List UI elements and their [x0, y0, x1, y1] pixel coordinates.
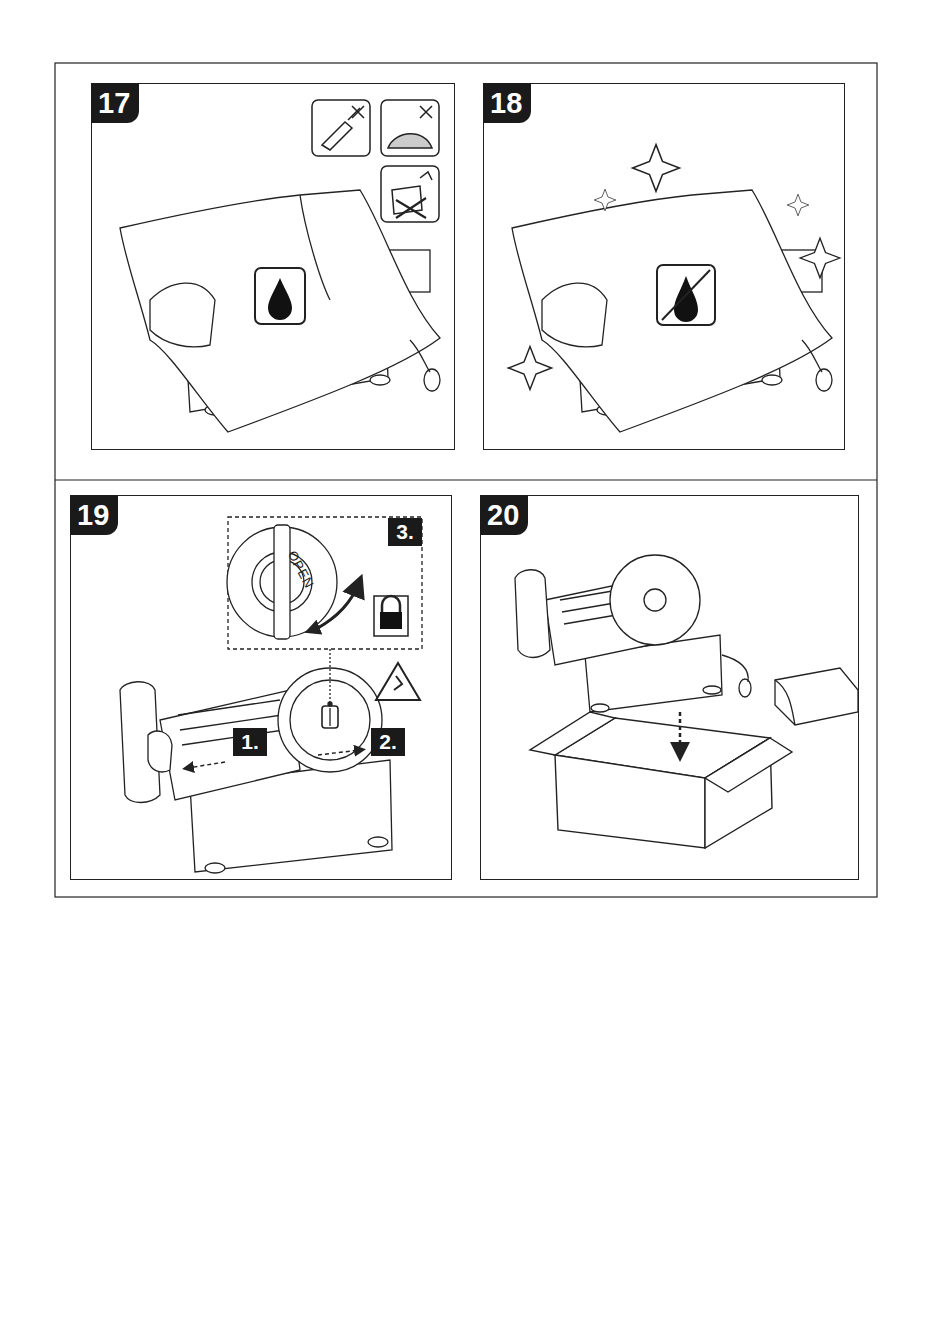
detail-inset: [274, 525, 290, 639]
slicer: [703, 686, 721, 694]
moisture-icon: [268, 278, 292, 320]
covered-slicer: [512, 190, 832, 432]
figure-number: 18: [483, 83, 531, 123]
step-label: 2.: [371, 728, 405, 756]
slicer: [775, 668, 858, 725]
slicer: [290, 680, 370, 760]
step-panel: 20: [480, 495, 859, 880]
motion-arrows: [188, 762, 225, 768]
covered-slicer: [802, 340, 822, 372]
slicer: [775, 680, 795, 725]
outer-frame: [55, 479, 877, 480]
packing-box: [555, 755, 705, 848]
slicer: [178, 700, 280, 715]
covered-slicer: [512, 190, 832, 432]
cleaning-warning-icons: [312, 100, 439, 222]
no-moisture-icon: [674, 276, 698, 322]
detail-inset: [312, 600, 350, 630]
dial-label: OPEN: [285, 548, 317, 591]
outer-frame: [55, 63, 877, 897]
slicer: [515, 570, 550, 658]
step-panel: 17: [91, 83, 455, 450]
cleaning-warning-icons: [381, 100, 439, 156]
no-moisture-icon: [657, 265, 715, 325]
slicer: [591, 704, 609, 712]
moisture-icon: [255, 268, 305, 324]
slicer: [329, 708, 330, 726]
covered-slicer: [816, 369, 832, 391]
step-number: 2.: [371, 728, 405, 756]
cleaning-warning-icons: [420, 106, 432, 118]
detail-inset: [228, 517, 422, 649]
warning-triangle: [376, 663, 420, 700]
sparkle: [594, 189, 616, 211]
sparkle: [800, 238, 840, 278]
detail-inset: [328, 702, 332, 706]
covered-slicer: [424, 369, 440, 391]
detail-inset: [227, 517, 422, 706]
step-label: 3.: [388, 518, 422, 546]
step-label: 1.: [233, 728, 267, 756]
figure-number: 19: [70, 495, 118, 535]
detail-inset: [318, 585, 358, 628]
detail-inset: [329, 649, 330, 704]
covered-slicer: [762, 375, 782, 385]
sparkle: [787, 194, 809, 216]
covered-slicer: [120, 190, 440, 432]
packing-box: [530, 712, 792, 848]
packing-box: [679, 712, 682, 752]
motion-arrows: [188, 750, 360, 768]
slicer: [368, 837, 388, 847]
covered-slicer: [370, 375, 390, 385]
packing-box: [705, 738, 792, 792]
warning-triangle: [376, 663, 420, 700]
step-number: 3.: [388, 518, 422, 546]
slicer: [610, 555, 700, 645]
lock-icon: [374, 596, 408, 636]
slicer: [205, 863, 225, 873]
step-panel: 19 3. 1. 2.: [70, 495, 452, 880]
slicer: [515, 555, 858, 725]
covered-slicer: [120, 190, 440, 432]
lock-icon: [380, 612, 402, 629]
slicer: [278, 668, 382, 772]
cleaning-warning-icons: [312, 100, 370, 156]
moisture-icon: [255, 268, 305, 324]
slicer: [160, 690, 300, 800]
sparkle: [508, 346, 551, 389]
slicer: [739, 679, 751, 697]
figure-number: 20: [480, 495, 528, 535]
cleaning-warning-icons: [381, 166, 439, 222]
covered-slicer: [542, 283, 607, 347]
packing-box: [530, 712, 615, 755]
motion-arrows: [318, 750, 360, 755]
lock-icon: [382, 596, 400, 613]
covered-slicer: [150, 283, 215, 347]
step-number: 1.: [233, 728, 267, 756]
cleaning-warning-icons: [352, 106, 364, 118]
sparkle: [633, 145, 680, 192]
slicer: [148, 731, 172, 772]
step-panel: 18: [483, 83, 845, 450]
covered-slicer: [410, 340, 430, 372]
cleaning-warning-icons: [396, 198, 426, 218]
slicer: [644, 589, 666, 611]
warning-triangle: [394, 676, 402, 690]
cleaning-warning-icons: [322, 108, 360, 150]
slicer: [722, 655, 748, 682]
slicer: [120, 668, 392, 873]
lock-icon: [374, 596, 408, 636]
outer-frame: [55, 63, 877, 897]
sparkle: [508, 145, 839, 390]
slicer: [322, 706, 338, 728]
figure-number: 17: [91, 83, 139, 123]
no-moisture-icon: [657, 265, 715, 325]
cleaning-warning-icons: [388, 134, 432, 148]
no-moisture-icon: [662, 270, 710, 320]
